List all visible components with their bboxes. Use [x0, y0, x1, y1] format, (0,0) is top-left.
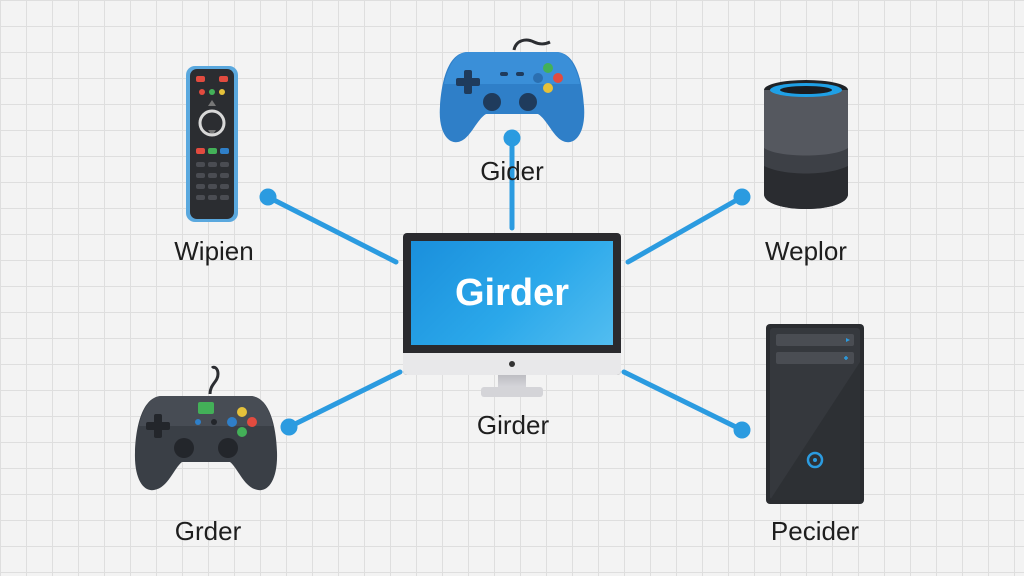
smart-speaker-label: Weplor: [765, 236, 847, 266]
link-smart-speaker: [625, 194, 745, 265]
link-gamepad-bottom: [286, 369, 403, 430]
pc-tower-label: Pecider: [770, 516, 860, 546]
monitor-power-dot: [509, 361, 515, 367]
gamepad-bottom-label: Grder: [174, 516, 242, 546]
gamepad-bottom-icon: [134, 365, 278, 491]
link-pc-tower-endpoint: [733, 421, 751, 439]
link-gamepad-bottom-endpoint: [280, 418, 298, 436]
link-pc-tower: [621, 369, 745, 433]
monitor-screen-text: Girder: [454, 271, 570, 314]
gamepad-top-icon: [439, 38, 585, 143]
link-smart-speaker-endpoint: [733, 188, 751, 206]
monitor-label: Girder: [476, 410, 550, 440]
monitor-screen: Girder: [411, 241, 613, 345]
remote-label: Wipien: [174, 236, 254, 266]
link-remote: [265, 194, 399, 265]
remote-control-icon: [186, 66, 238, 222]
pc-tower-icon: [766, 324, 864, 504]
central-monitor: Girder: [403, 233, 621, 401]
link-remote-endpoint: [259, 188, 277, 206]
link-gamepad-top-endpoint: [503, 129, 521, 147]
smart-speaker-icon: [764, 80, 848, 209]
monitor-stand-foot: [481, 387, 543, 397]
gamepad-top-label: Gider: [480, 156, 544, 186]
monitor-stand-neck: [498, 375, 526, 389]
